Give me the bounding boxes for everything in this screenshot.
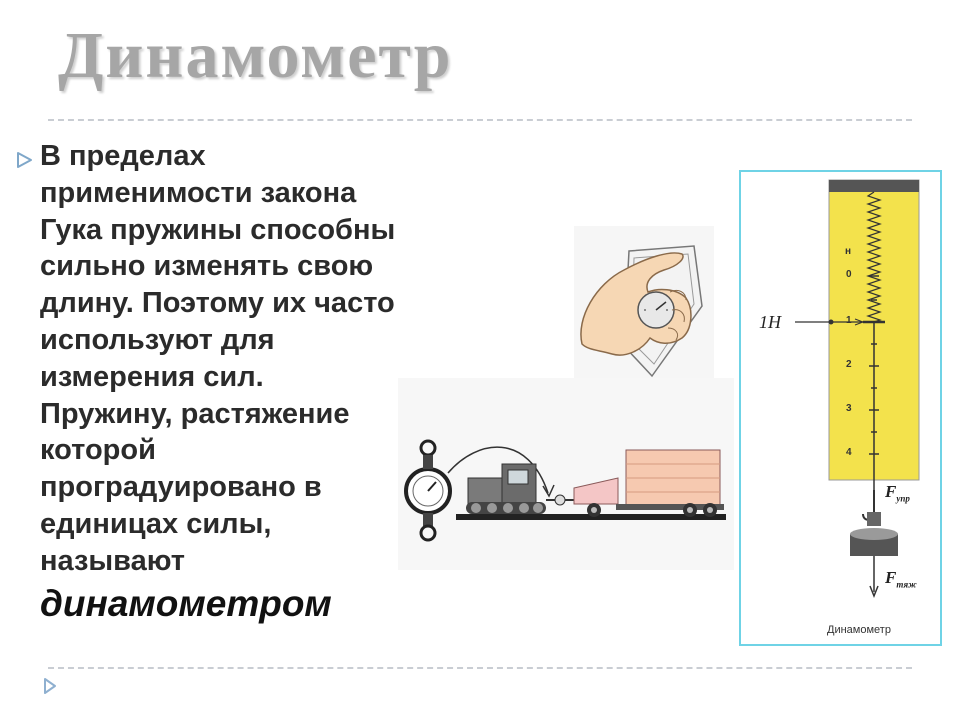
elastic-force-label: Fупр [885,482,910,503]
bottom-divider [48,667,912,669]
scale-label-2: 2 [846,359,852,370]
gravity-force-subscript: тяж [896,579,917,590]
bullet-icon [17,152,32,168]
hand-dynamometer-image [574,226,714,386]
diagram-caption: Динамометр [827,624,891,636]
body-line: измерения сил. [40,360,264,393]
tractor-dynamometer-image [398,378,734,570]
scale-unit-label: н [845,246,852,257]
body-line: единицах силы, [40,507,272,540]
next-slide-icon[interactable] [42,676,58,696]
body-line: длину. Поэтому их часто [40,287,395,320]
spring-dynamometer-drawing [795,179,920,599]
top-divider [48,119,912,121]
scale-label-4: 4 [846,447,852,458]
scale-label-1: 1 [846,315,852,326]
body-line: Пружину, растяжение [40,397,350,430]
one-newton-label: 1H [759,312,781,332]
elastic-force-subscript: упр [896,493,910,504]
body-line: В пределах [40,140,206,172]
elastic-force-symbol: F [885,482,897,501]
emphasis-term: динамометром [40,582,332,624]
gravity-force-symbol: F [885,568,897,587]
body-line: проградуировано в [40,471,322,504]
body-line: Гука пружины способны [40,213,396,246]
scale-label-0: 0 [846,269,852,280]
body-line: которой [40,434,156,467]
body-paragraph: В пределах применимости закона Гука пруж… [40,138,450,626]
body-line: используют для [40,323,275,356]
scale-label-3: 3 [846,403,852,414]
spring-dynamometer-diagram: 1H н 0 1 2 3 4 Fупр Fтяж Динамометр [739,170,942,646]
slide-title: Динамометр [58,19,453,92]
gravity-force-label: Fтяж [885,568,917,589]
body-line: называют [40,544,185,577]
body-line: сильно изменять свою [40,250,374,283]
body-line: применимости закона [40,176,357,209]
